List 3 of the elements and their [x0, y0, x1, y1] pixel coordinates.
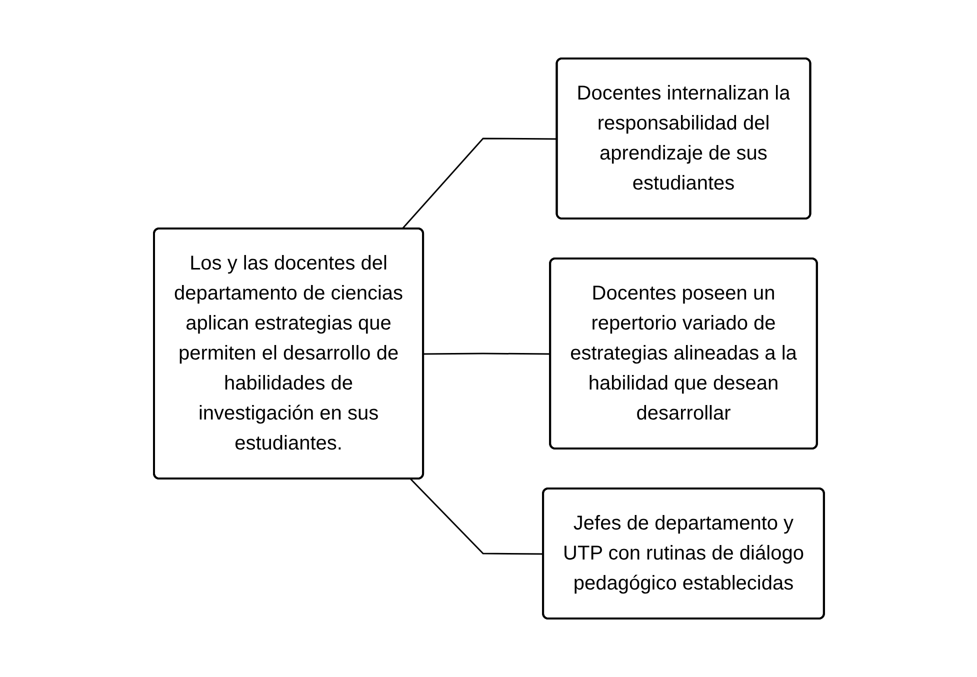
- connector: [401, 138, 557, 230]
- connector: [410, 478, 544, 555]
- connector: [423, 352, 550, 355]
